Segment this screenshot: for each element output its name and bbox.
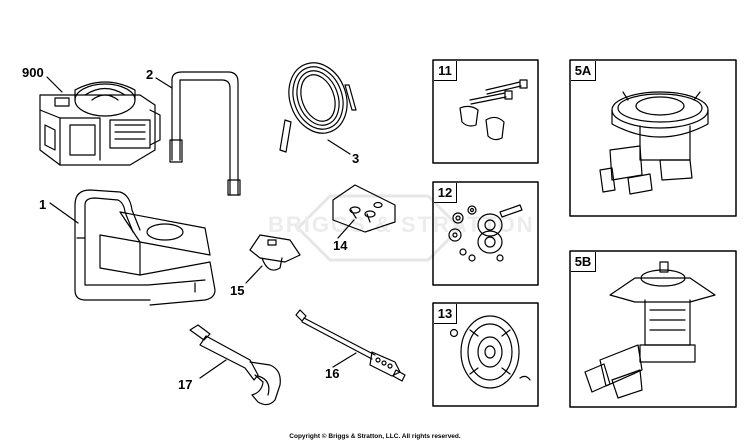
box-label-13: 13 [434, 304, 457, 324]
part-label-1: 1 [39, 197, 47, 212]
watermark-text: BRIGGS & STRATTON [268, 212, 535, 237]
part-label-900: 900 [22, 65, 44, 80]
part-label-14: 14 [333, 238, 348, 253]
box-label-11: 11 [434, 61, 457, 81]
engine-900 [39, 81, 161, 166]
bolts-knobs-11 [459, 79, 528, 141]
copyright-notice: Copyright © Briggs & Stratton, LLC. All … [289, 433, 461, 440]
spray-wand-16 [295, 309, 406, 382]
spray-gun-17 [189, 324, 281, 406]
pump-5a [599, 91, 709, 195]
part-label-2: 2 [146, 67, 154, 82]
wheel-13 [449, 315, 531, 389]
frame-1 [74, 189, 216, 306]
part-label-15: 15 [230, 283, 245, 298]
bracket-15 [249, 234, 301, 271]
part-label-3: 3 [352, 151, 360, 166]
box-label-5a: 5A [571, 61, 596, 81]
part-label-17: 17 [178, 377, 193, 392]
handle-2 [169, 71, 241, 196]
part-label-16: 16 [325, 366, 340, 381]
hardware-bag-14 [332, 184, 396, 233]
box-label-5b: 5B [571, 252, 596, 272]
hose-3 [279, 62, 357, 153]
pump-5b [584, 261, 716, 399]
bearings-12 [448, 204, 523, 262]
box-label-12: 12 [434, 183, 457, 203]
